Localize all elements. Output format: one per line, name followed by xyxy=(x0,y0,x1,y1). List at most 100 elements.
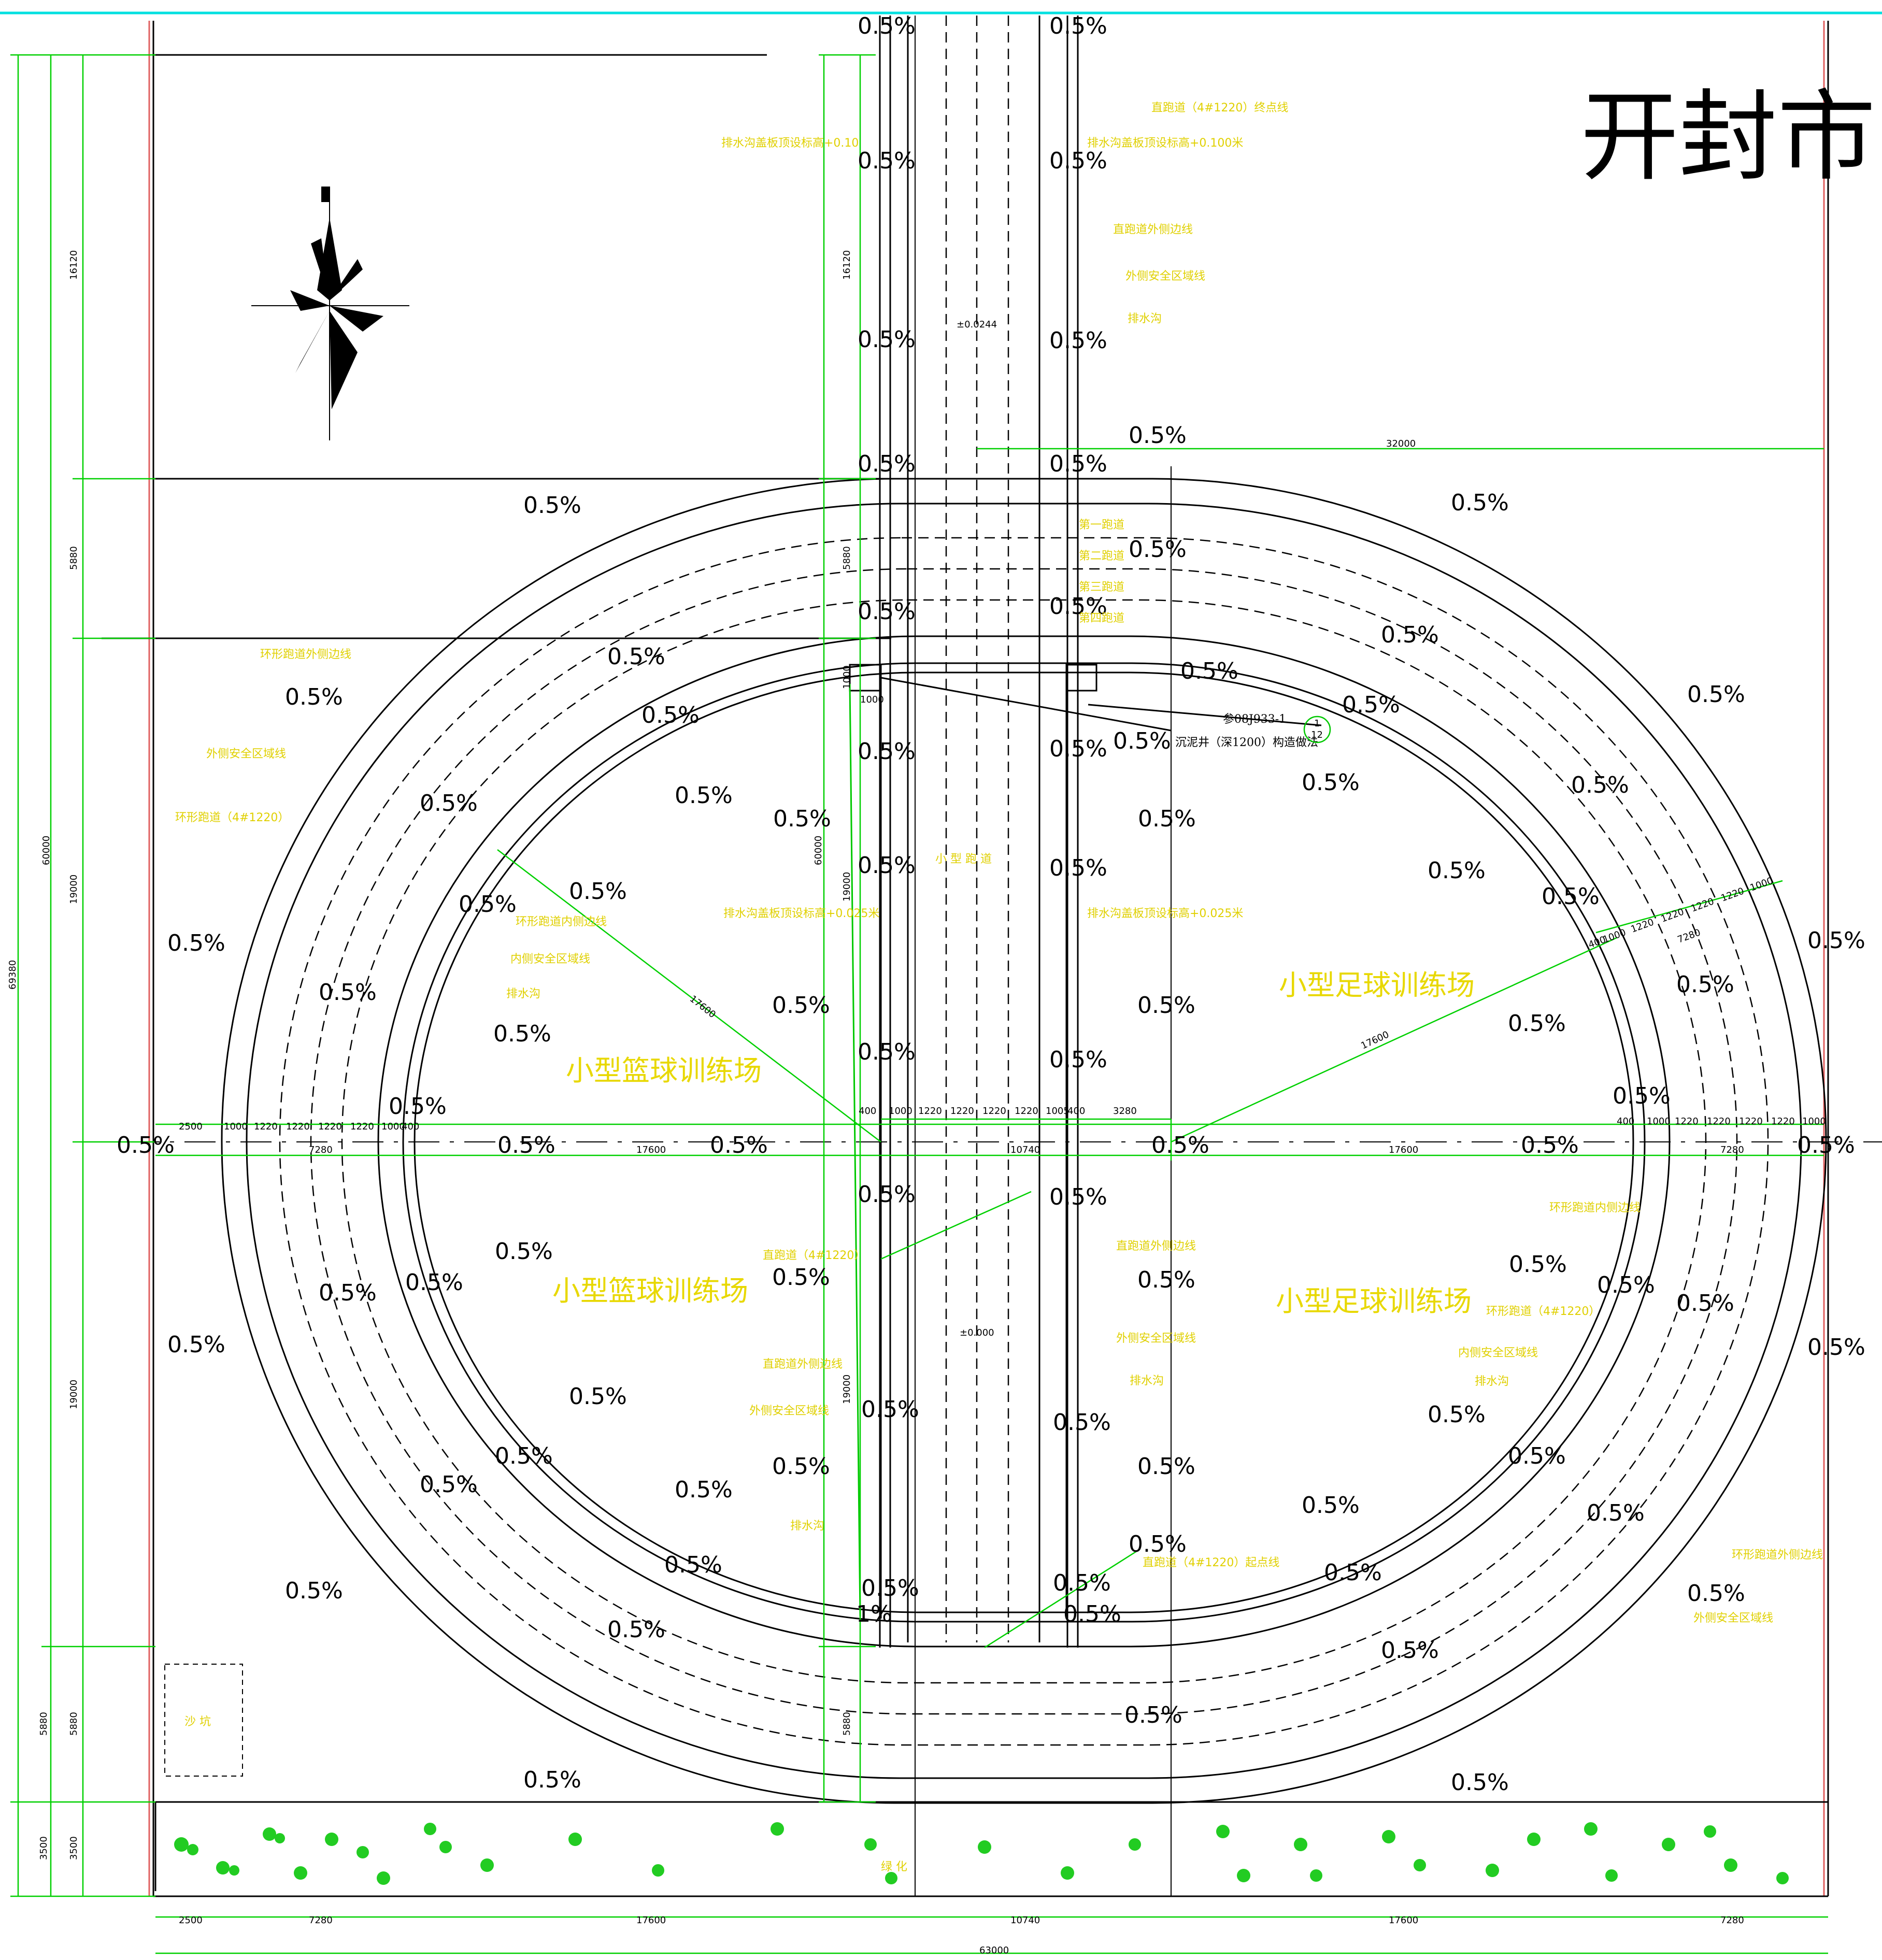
svg-text:1220: 1220 xyxy=(350,1121,374,1132)
svg-text:直跑道外侧边线: 直跑道外侧边线 xyxy=(1113,223,1193,236)
slope-label: 0.5% xyxy=(1324,1560,1382,1586)
slope-label: 0.5% xyxy=(858,598,916,625)
slope-label: 0.5% xyxy=(1151,1132,1209,1158)
svg-text:1220: 1220 xyxy=(982,1106,1006,1117)
svg-text:1220: 1220 xyxy=(1707,1116,1731,1127)
slope-label: 0.5% xyxy=(1542,883,1600,910)
slope-label: 0.5% xyxy=(664,1552,722,1578)
svg-text:5880: 5880 xyxy=(68,1712,79,1736)
slope-label: 0.5% xyxy=(861,1396,919,1423)
svg-text:环形跑道（4#1220）: 环形跑道（4#1220） xyxy=(1486,1305,1600,1318)
slope-label: 0.5% xyxy=(1053,1570,1111,1596)
svg-text:400: 400 xyxy=(1067,1106,1085,1117)
svg-text:1220: 1220 xyxy=(286,1121,310,1132)
svg-text:排水沟: 排水沟 xyxy=(1130,1375,1164,1387)
slope-label: 0.5% xyxy=(1049,1184,1107,1210)
slope-label: 0.5% xyxy=(858,1039,916,1065)
slope-label: 0.5% xyxy=(420,790,478,817)
svg-text:第四跑道: 第四跑道 xyxy=(1079,612,1124,625)
svg-text:外侧安全区域线: 外侧安全区域线 xyxy=(1693,1612,1773,1625)
svg-text:19000: 19000 xyxy=(842,1375,852,1404)
slope-label: 0.5% xyxy=(319,979,377,1006)
svg-text:16120: 16120 xyxy=(68,250,79,280)
slope-label: 0.5% xyxy=(1587,1500,1645,1526)
svg-text:1220: 1220 xyxy=(1660,906,1686,924)
greening-strip xyxy=(174,1822,1789,1885)
svg-text:第三跑道: 第三跑道 xyxy=(1079,581,1124,594)
slope-label: 0.5% xyxy=(420,1471,478,1498)
svg-text:400: 400 xyxy=(1617,1116,1634,1127)
svg-text:5880: 5880 xyxy=(68,546,79,570)
svg-text:16120: 16120 xyxy=(842,250,852,280)
svg-text:400: 400 xyxy=(859,1106,876,1117)
svg-text:1220: 1220 xyxy=(1690,896,1716,914)
slope-label: 0.5% xyxy=(773,806,831,832)
slope-labels: 0.5% 0.5% 0.5% 0.5% 0.5% 0.5% 0.5% 0.5% … xyxy=(117,13,1865,1796)
slope-label: 0.5% xyxy=(1521,1132,1579,1158)
svg-text:排水沟: 排水沟 xyxy=(790,1520,824,1533)
slope-label: 0.5% xyxy=(1049,148,1107,174)
svg-text:环形跑道外侧边线: 环形跑道外侧边线 xyxy=(260,648,351,661)
slope-label: 0.5% xyxy=(1049,855,1107,881)
slope-label: 0.5% xyxy=(1129,422,1187,449)
svg-text:7280: 7280 xyxy=(1720,1915,1744,1926)
svg-text:1220: 1220 xyxy=(1771,1116,1795,1127)
svg-text:1000: 1000 xyxy=(1802,1116,1826,1127)
svg-text:1220: 1220 xyxy=(1675,1116,1699,1127)
svg-text:19000: 19000 xyxy=(68,1380,79,1409)
svg-text:63000: 63000 xyxy=(979,1945,1009,1956)
slope-label: 0.5% xyxy=(1049,451,1107,477)
svg-text:排水沟盖板顶设标高+0.025米: 排水沟盖板顶设标高+0.025米 xyxy=(723,907,879,920)
slope-label: 0.5% xyxy=(858,148,916,174)
slope-label: 0.5% xyxy=(1687,681,1745,708)
svg-text:1220: 1220 xyxy=(254,1121,278,1132)
svg-text:排水沟盖板顶设标高+0.100米: 排水沟盖板顶设标高+0.100米 xyxy=(1087,137,1243,150)
svg-text:7280: 7280 xyxy=(1720,1144,1744,1155)
slope-label: 0.5% xyxy=(1137,1267,1195,1293)
svg-text:10740: 10740 xyxy=(1010,1915,1040,1926)
svg-text:60000: 60000 xyxy=(813,836,824,865)
svg-text:5880: 5880 xyxy=(842,1712,852,1736)
slope-label: 0.5% xyxy=(1451,490,1509,516)
slope-label: 0.5% xyxy=(285,684,343,710)
slope-label: 0.5% xyxy=(1342,692,1400,718)
svg-text:5880: 5880 xyxy=(842,546,852,570)
slope-label: 0.5% xyxy=(285,1578,343,1604)
svg-text:1000: 1000 xyxy=(1647,1116,1671,1127)
slope-label: 0.5% xyxy=(389,1093,447,1120)
center-dimension-chain xyxy=(819,54,876,1803)
annotation-labels: 直跑道（4#1220）终点线 排水沟盖板顶设标高+0.10 排水沟盖板顶设标高+… xyxy=(175,102,1823,1625)
svg-text:环形跑道内侧边线: 环形跑道内侧边线 xyxy=(516,915,607,928)
svg-text:环形跑道内侧边线: 环形跑道内侧边线 xyxy=(1549,1201,1641,1214)
svg-text:400: 400 xyxy=(402,1121,419,1132)
svg-text:1005: 1005 xyxy=(1046,1106,1070,1117)
svg-text:7280: 7280 xyxy=(309,1915,333,1926)
slope-label: 0.5% xyxy=(1302,769,1360,796)
svg-text:17600: 17600 xyxy=(688,993,718,1020)
slope-label: 0.5% xyxy=(1597,1272,1655,1298)
svg-text:第二跑道: 第二跑道 xyxy=(1079,550,1124,563)
svg-text:1000: 1000 xyxy=(842,665,852,689)
svg-text:17600: 17600 xyxy=(636,1144,666,1155)
svg-text:2500: 2500 xyxy=(179,1915,203,1926)
svg-text:1000: 1000 xyxy=(860,694,884,705)
slope-label: 0.5% xyxy=(1049,327,1107,354)
slope-label: 0.5% xyxy=(1049,1047,1107,1073)
slope-label: 0.5% xyxy=(405,1269,463,1296)
slope-label-alt: 1% xyxy=(856,1601,892,1627)
slope-label: 0.5% xyxy=(1302,1492,1360,1519)
slope-label: 0.5% xyxy=(675,782,733,809)
svg-text:排水沟: 排水沟 xyxy=(1128,312,1162,325)
slope-label: 0.5% xyxy=(1049,593,1107,620)
slope-label: 0.5% xyxy=(1676,971,1734,998)
svg-text:内侧安全区域线: 内侧安全区域线 xyxy=(1458,1347,1538,1360)
slope-label: 0.5% xyxy=(495,1443,553,1469)
svg-text:7280: 7280 xyxy=(1676,927,1702,945)
slope-label: 0.5% xyxy=(459,891,517,918)
slope-label: 0.5% xyxy=(1508,1443,1566,1469)
svg-text:1220: 1220 xyxy=(918,1106,942,1117)
svg-text:1000: 1000 xyxy=(889,1106,913,1117)
svg-text:1000: 1000 xyxy=(381,1121,405,1132)
slope-label: 0.5% xyxy=(1124,1702,1182,1728)
svg-text:直跑道外侧边线: 直跑道外侧边线 xyxy=(1116,1240,1196,1253)
